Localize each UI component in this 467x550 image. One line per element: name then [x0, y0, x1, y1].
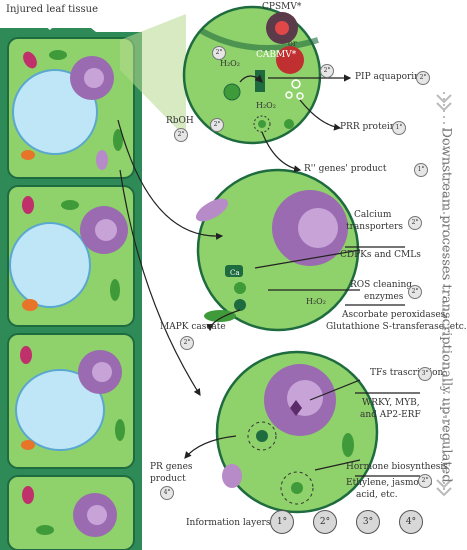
zoom-circle-1: [182, 5, 322, 145]
badge-r-genes: 1°: [414, 163, 428, 177]
downstream-label: Downstream processes transcriptionally u…: [438, 127, 454, 483]
plant-cell: [7, 333, 135, 469]
legend-layer-1: 1°: [270, 510, 294, 534]
badge-calcium: 2°: [408, 216, 422, 230]
badge-pip: 2°: [416, 71, 430, 85]
vacuole: [9, 222, 91, 308]
prr-label: PRR proteins: [340, 122, 401, 132]
legend-layer-2: 2°: [313, 510, 337, 534]
ca-label: Ca: [230, 269, 240, 277]
plant-cell: [7, 37, 135, 179]
r-genes-label: R'' genes' product: [304, 164, 387, 174]
h2o2-label-b: H₂O₂: [256, 101, 276, 110]
badge-h2o2a: 2°: [212, 46, 226, 60]
ethylene-label-2: acid, etc.: [356, 490, 398, 500]
calcium-label-1: Calcium: [354, 210, 392, 220]
rboh-label: RbOH: [166, 116, 194, 126]
badge-h2o2c: 2°: [210, 118, 224, 132]
wrky-label-1: WRKY, MYB,: [362, 398, 420, 408]
arrows: [117, 74, 361, 471]
ros-label-1: ROS cleaning: [350, 280, 413, 290]
cabmv-virus: [276, 46, 304, 74]
pr-label-1: PR genes: [150, 462, 193, 472]
plant-cell: [7, 475, 135, 550]
zoom-circle-3: [215, 350, 379, 514]
plant-cell: [7, 185, 135, 327]
badge-hormone: 2°: [418, 474, 432, 488]
cpsmv-label: CPSMV*: [262, 2, 302, 12]
wrky-label-2: and AP2-ERF: [360, 410, 421, 420]
badge-rboh: 2°: [174, 128, 188, 142]
vacuole: [15, 369, 105, 451]
ascorbate-label-2: Glutathione S-transferase, etc.: [326, 322, 467, 332]
pip-label: PIP aquaporin: [355, 72, 420, 82]
injured-label: Injured leaf tissue: [6, 4, 99, 15]
ros-label-2: enzymes: [364, 292, 404, 302]
zoom-cone-1: [120, 14, 186, 138]
hormone-label: Hormone biosynthesis: [346, 462, 448, 472]
badge-mapk: 2°: [180, 336, 194, 350]
badge-pr: 4°: [160, 486, 174, 500]
h2o2-label-c: H₂O₂: [306, 297, 326, 306]
h2o2-label-a: H₂O₂: [220, 59, 240, 68]
ethylene-label-1: Ethylene, jasmonic: [346, 478, 433, 488]
badge-prr: 1°: [392, 121, 406, 135]
cabmv-label: CABMV*: [256, 50, 297, 60]
legend-title: Information layers:: [186, 518, 274, 528]
badge-tfs: 3°: [418, 367, 432, 381]
ascorbate-label-1: Ascorbate peroxidases,: [342, 310, 449, 320]
legend-layer-4: 4°: [399, 510, 423, 534]
mapk-label: MAPK cascate: [160, 322, 226, 332]
cdpk-label: CDPKs and CMLs: [340, 250, 421, 260]
tfs-label: TFs trascription: [370, 368, 444, 378]
pr-label-2: product: [150, 474, 186, 484]
calcium-label-2: transporters: [346, 222, 404, 232]
badge-ros: 2°: [408, 285, 422, 299]
badge-virus: 2°: [320, 64, 334, 78]
legend-layer-3: 3°: [356, 510, 380, 534]
or-label: or: [288, 39, 297, 48]
downstream-arrow: [436, 92, 452, 497]
label-bars: [345, 246, 420, 477]
zoom-circle-2: [195, 168, 360, 332]
cell-column: [0, 18, 142, 550]
